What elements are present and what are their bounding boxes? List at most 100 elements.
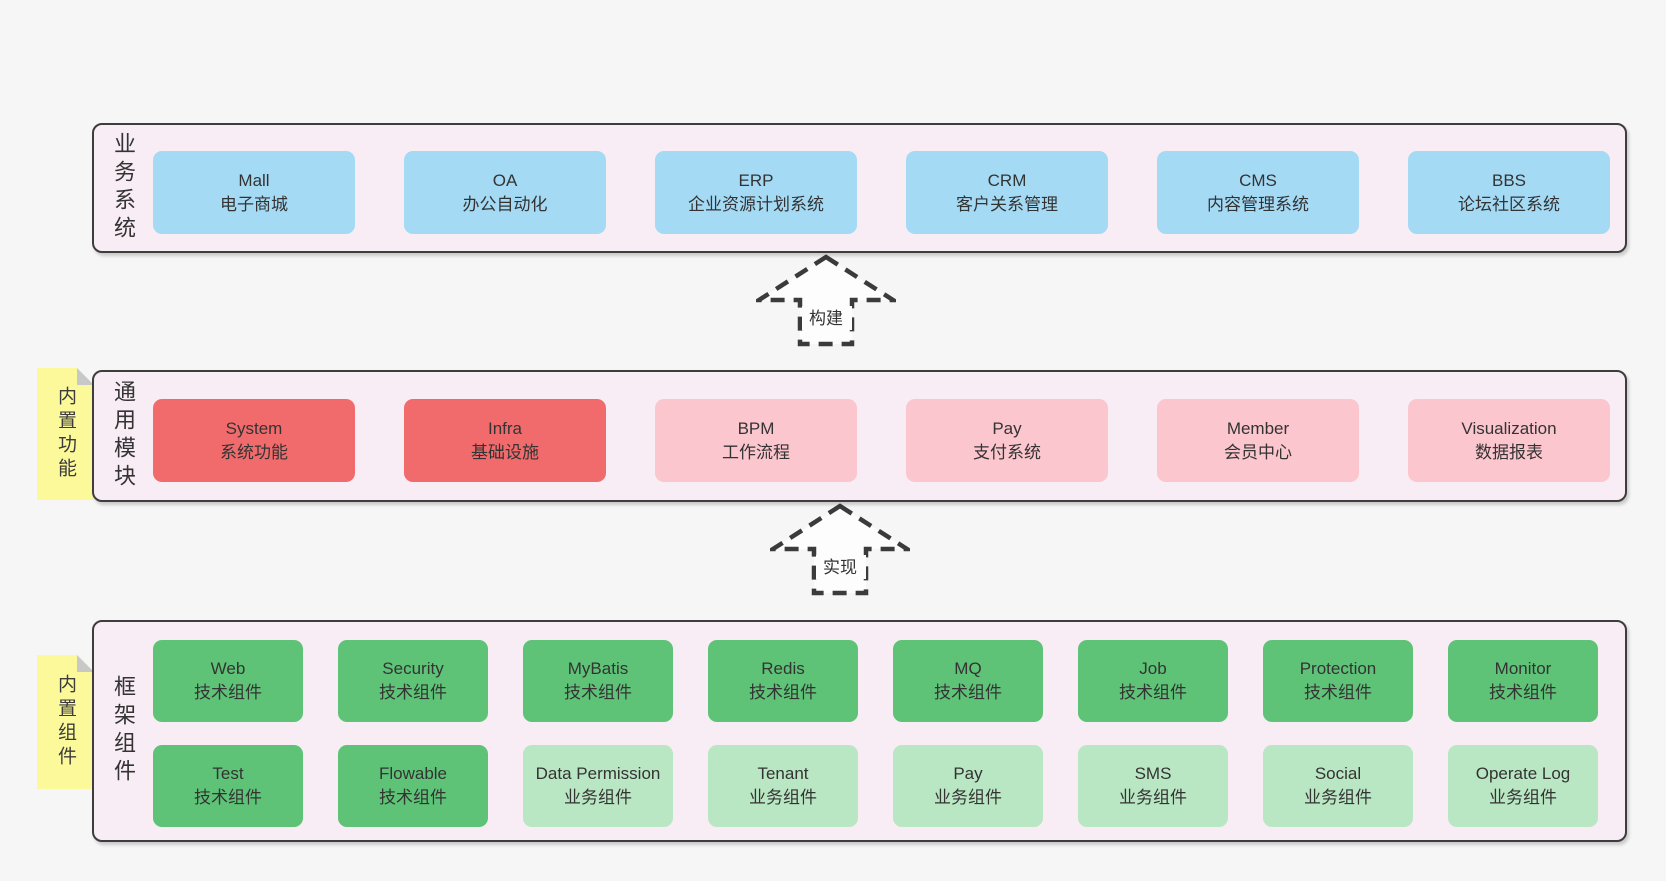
section-label-business-systems: 业务系统 bbox=[111, 132, 136, 244]
box-subtitle: 技术组件 bbox=[1304, 683, 1372, 702]
box-subtitle: 技术组件 bbox=[564, 683, 632, 702]
box-subtitle: 技术组件 bbox=[194, 788, 262, 807]
box-subtitle: 客户关系管理 bbox=[956, 194, 1058, 214]
box-title: MQ bbox=[954, 659, 982, 678]
box-subtitle: 企业资源计划系统 bbox=[688, 194, 824, 214]
box-title: Pay bbox=[953, 764, 983, 783]
arrow-build-icon: 构建 bbox=[756, 254, 896, 347]
box-title: MyBatis bbox=[567, 659, 629, 678]
box-redis: Redis 技术组件 bbox=[708, 640, 858, 722]
section-common-modules: 通用模块 System 系统功能 Infra 基础设施 BPM 工作流程 Pay… bbox=[92, 370, 1627, 502]
box-title: Operate Log bbox=[1475, 764, 1571, 783]
box-subtitle: 技术组件 bbox=[379, 788, 447, 807]
box-tenant: Tenant 业务组件 bbox=[708, 745, 858, 827]
box-sms: SMS 业务组件 bbox=[1078, 745, 1228, 827]
box-cms: CMS 内容管理系统 bbox=[1157, 151, 1359, 234]
sticky-note-paper bbox=[37, 368, 94, 500]
box-title: ERP bbox=[738, 170, 774, 190]
box-title: Pay bbox=[992, 418, 1022, 438]
arrow-label-bg bbox=[802, 306, 852, 330]
arrow-label-bg bbox=[816, 555, 866, 579]
box-subtitle: 办公自动化 bbox=[462, 194, 548, 214]
arrow-shape bbox=[770, 503, 910, 596]
box-bpm: BPM 工作流程 bbox=[655, 399, 857, 482]
box-title: Test bbox=[212, 764, 244, 783]
box-subtitle: 支付系统 bbox=[973, 442, 1041, 462]
box-title: Protection bbox=[1299, 659, 1377, 678]
box-mybatis: MyBatis 技术组件 bbox=[523, 640, 673, 722]
box-subtitle: 业务组件 bbox=[1489, 788, 1557, 807]
box-title: Job bbox=[1139, 659, 1167, 678]
box-subtitle: 技术组件 bbox=[1119, 683, 1187, 702]
box-protection: Protection 技术组件 bbox=[1263, 640, 1413, 722]
business-box-row: Mall 电子商城 OA 办公自动化 ERP 企业资源计划系统 CRM 客户关系… bbox=[153, 151, 1610, 234]
box-title: BBS bbox=[1491, 170, 1527, 190]
box-subtitle: 技术组件 bbox=[379, 683, 447, 702]
box-subtitle: 内容管理系统 bbox=[1207, 194, 1309, 214]
box-title: Infra bbox=[487, 418, 523, 438]
box-title: Social bbox=[1314, 764, 1362, 783]
box-subtitle: 基础设施 bbox=[471, 442, 539, 462]
arrow-label: 实现 bbox=[823, 558, 857, 577]
box-subtitle: 工作流程 bbox=[722, 442, 790, 462]
box-subtitle: 技术组件 bbox=[194, 683, 262, 702]
box-social: Social 业务组件 bbox=[1263, 745, 1413, 827]
box-infra: Infra 基础设施 bbox=[404, 399, 606, 482]
box-subtitle: 会员中心 bbox=[1224, 442, 1292, 462]
framework-box-row-2: Test 技术组件 Flowable 技术组件 Data Permission … bbox=[153, 745, 1598, 827]
box-member: Member 会员中心 bbox=[1157, 399, 1359, 482]
box-web: Web 技术组件 bbox=[153, 640, 303, 722]
box-data-permission: Data Permission 业务组件 bbox=[523, 745, 673, 827]
section-framework-components: 框架组件 Web 技术组件 Security 技术组件 MyBatis 技术组件… bbox=[92, 620, 1627, 842]
box-title: Visualization bbox=[1461, 418, 1557, 438]
box-subtitle: 业务组件 bbox=[1119, 788, 1187, 807]
box-title: Monitor bbox=[1494, 659, 1552, 678]
sticky-note-text: 内置组件 bbox=[55, 674, 76, 770]
box-subtitle: 业务组件 bbox=[934, 788, 1002, 807]
box-flowable: Flowable 技术组件 bbox=[338, 745, 488, 827]
box-title: OA bbox=[492, 170, 518, 190]
box-title: CRM bbox=[987, 170, 1027, 190]
box-title: Member bbox=[1226, 418, 1290, 438]
box-subtitle: 技术组件 bbox=[1489, 683, 1557, 702]
box-subtitle: 论坛社区系统 bbox=[1458, 194, 1560, 214]
box-title: Flowable bbox=[378, 764, 448, 783]
box-title: Mall bbox=[238, 170, 270, 190]
section-business-systems: 业务系统 Mall 电子商城 OA 办公自动化 ERP 企业资源计划系统 CRM… bbox=[92, 123, 1627, 253]
box-subtitle: 数据报表 bbox=[1475, 442, 1543, 462]
box-subtitle: 系统功能 bbox=[220, 442, 288, 462]
box-job: Job 技术组件 bbox=[1078, 640, 1228, 722]
framework-box-row-1: Web 技术组件 Security 技术组件 MyBatis 技术组件 Redi… bbox=[153, 640, 1598, 722]
sticky-note-paper bbox=[37, 655, 94, 789]
section-label-framework-components: 框架组件 bbox=[111, 675, 136, 787]
sticky-note-builtin-features: 内置功能 bbox=[37, 368, 94, 500]
box-test: Test 技术组件 bbox=[153, 745, 303, 827]
sticky-note-builtin-components: 内置组件 bbox=[37, 655, 94, 789]
box-title: Data Permission bbox=[535, 764, 661, 783]
box-system: System 系统功能 bbox=[153, 399, 355, 482]
arrow-label: 构建 bbox=[809, 309, 843, 328]
section-label-common-modules: 通用模块 bbox=[111, 380, 136, 492]
box-subtitle: 技术组件 bbox=[934, 683, 1002, 702]
box-monitor: Monitor 技术组件 bbox=[1448, 640, 1598, 722]
box-subtitle: 业务组件 bbox=[564, 788, 632, 807]
box-title: Tenant bbox=[757, 764, 809, 783]
box-subtitle: 电子商城 bbox=[220, 194, 288, 214]
box-title: Security bbox=[382, 659, 444, 678]
box-title: CMS bbox=[1239, 170, 1277, 190]
box-subtitle: 业务组件 bbox=[1304, 788, 1372, 807]
box-security: Security 技术组件 bbox=[338, 640, 488, 722]
box-operate-log: Operate Log 业务组件 bbox=[1448, 745, 1598, 827]
arrow-shape bbox=[756, 254, 896, 347]
box-pay: Pay 支付系统 bbox=[906, 399, 1108, 482]
box-visualization: Visualization 数据报表 bbox=[1408, 399, 1610, 482]
box-title: Web bbox=[210, 659, 246, 678]
sticky-note-text: 内置功能 bbox=[55, 386, 76, 482]
box-title: BPM bbox=[737, 418, 775, 438]
modules-box-row: System 系统功能 Infra 基础设施 BPM 工作流程 Pay 支付系统… bbox=[153, 399, 1610, 482]
box-crm: CRM 客户关系管理 bbox=[906, 151, 1108, 234]
box-title: Redis bbox=[761, 659, 805, 678]
box-erp: ERP 企业资源计划系统 bbox=[655, 151, 857, 234]
box-bbs: BBS 论坛社区系统 bbox=[1408, 151, 1610, 234]
arrow-implement-icon: 实现 bbox=[770, 503, 910, 596]
